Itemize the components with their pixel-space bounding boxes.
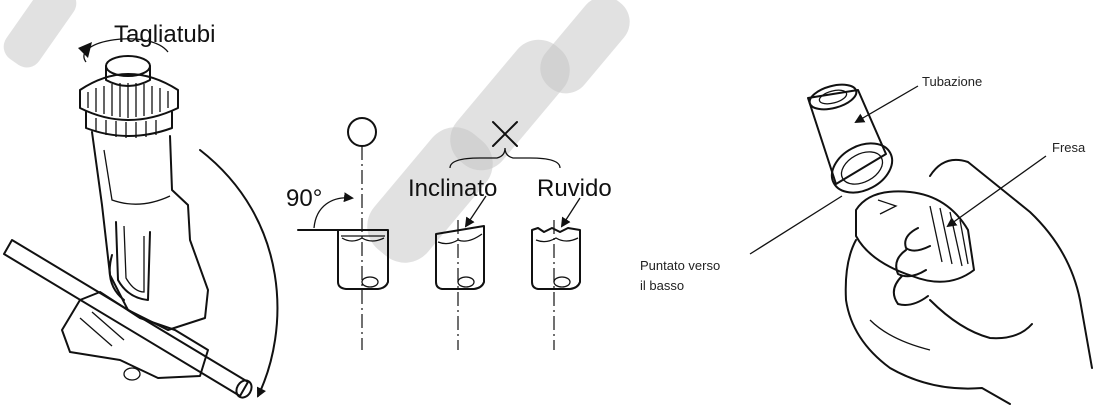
rotation-arrow-icon — [83, 38, 169, 63]
tube-cutter-label: Tagliatubi — [114, 21, 215, 48]
pointing-down-label-line2: il basso — [640, 278, 684, 293]
rough-label: Ruvido — [537, 175, 612, 202]
deburring-illustration — [749, 83, 1093, 405]
direction-arrow-icon — [199, 149, 279, 398]
cross-wrong-icon — [492, 121, 518, 147]
inclined-label: Inclinato — [408, 175, 497, 202]
cut-check-illustration — [297, 117, 581, 350]
angle-label: 90° — [286, 185, 322, 212]
reamer-label: Fresa — [1052, 140, 1086, 155]
watermark — [3, 0, 630, 263]
pipe-label: Tubazione — [922, 74, 982, 89]
circle-ok-icon — [347, 117, 377, 147]
tube-cutter-illustration — [3, 38, 279, 399]
pointing-down-label-line1: Puntato verso — [640, 258, 720, 273]
